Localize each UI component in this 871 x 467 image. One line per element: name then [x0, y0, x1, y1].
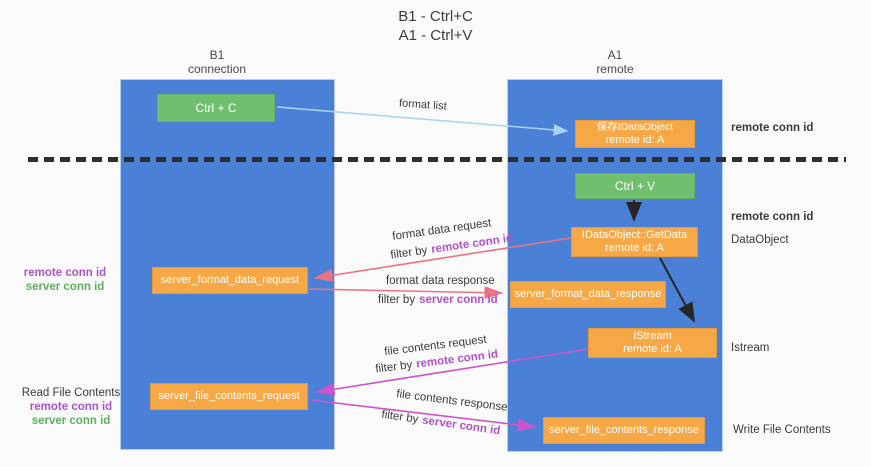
- lane-b1-title: B1: [209, 48, 225, 62]
- remote-conn-id-key: remote conn id: [430, 232, 514, 256]
- filter-by-text: filter by: [378, 294, 416, 306]
- left-remote-conn-id-top: remote conn id: [23, 267, 107, 279]
- server-format-data-response-label: server_format_data_response: [514, 288, 662, 300]
- left-server-conn-id-top: server conn id: [25, 281, 105, 293]
- istream-line1: IStream: [633, 330, 672, 342]
- lane-header-b1: B1 connection: [157, 48, 277, 76]
- machine-boundary-dashed-line: [28, 157, 846, 162]
- istream-line2: remote id: A: [623, 343, 682, 355]
- save-idataobject-line1: 保存IDataObject: [596, 121, 674, 133]
- filter-by-text: filter by: [374, 359, 413, 376]
- node-server-format-data-response: server_format_data_response: [510, 281, 666, 308]
- server-file-contents-response-label: server_file_contents_response: [549, 424, 699, 436]
- format-data-response-arrow: [308, 286, 504, 300]
- node-save-idataobject: 保存IDataObject remote id: A: [575, 120, 695, 148]
- lane-b1-subtitle: connection: [187, 62, 247, 76]
- left-conn-id-block-top: remote conn id server conn id: [10, 266, 120, 294]
- title-line-1: B1 - Ctrl+C: [398, 8, 473, 25]
- left-read-file-contents-label: Read File Contents: [21, 387, 121, 399]
- save-idataobject-line2: remote id: A: [605, 134, 665, 146]
- format-data-response-text: format data response: [386, 275, 495, 287]
- right-remote-conn-id-top: remote conn id: [731, 122, 814, 134]
- file-contents-response-label: file contents response: [396, 388, 509, 414]
- node-server-file-contents-response: server_file_contents_response: [543, 417, 705, 444]
- node-ctrl-c: Ctrl + C: [157, 94, 275, 122]
- file-contents-response-text: file contents response: [395, 388, 509, 414]
- left-read-file-block: Read File Contents remote conn id server…: [10, 386, 132, 428]
- right-dataobject-label: DataObject: [731, 234, 789, 246]
- left-remote-conn-id-bottom: remote conn id: [29, 401, 113, 413]
- diagram-title: B1 - Ctrl+C A1 - Ctrl+V: [0, 7, 871, 45]
- lane-header-a1: A1 remote: [555, 48, 675, 76]
- left-server-conn-id-bottom: server conn id: [31, 415, 111, 427]
- getdata-line1: IDataObject::GetData: [581, 229, 688, 241]
- ctrl-c-label: Ctrl + C: [195, 101, 237, 115]
- title-line-2: A1 - Ctrl+V: [398, 27, 473, 44]
- node-idataobject-getdata: IDataObject::GetData remote id: A: [571, 227, 698, 257]
- node-server-file-contents-request: server_file_contents_request: [150, 383, 308, 410]
- server-conn-id-key: server conn id: [421, 414, 501, 438]
- filter-by-text: filter by: [380, 408, 420, 426]
- server-conn-id-key: server conn id: [419, 294, 498, 306]
- lane-a1-subtitle: remote: [596, 62, 634, 76]
- right-remote-conn-id-mid: remote conn id: [731, 211, 814, 223]
- format-data-response-label: format data response: [386, 275, 495, 287]
- server-file-contents-request-label: server_file_contents_request: [158, 390, 300, 402]
- getdata-line2: remote id: A: [605, 242, 664, 254]
- right-istream-label: Istream: [731, 342, 770, 354]
- server-format-data-request-label: server_format_data_request: [160, 274, 300, 286]
- format-list-label: format list: [399, 97, 447, 112]
- node-server-format-data-request: server_format_data_request: [152, 267, 308, 294]
- lane-a1-title: A1: [607, 48, 623, 62]
- right-write-file-contents-label: Write File Contents: [733, 424, 831, 436]
- node-istream: IStream remote id: A: [588, 328, 717, 358]
- format-list-text: format list: [398, 97, 448, 113]
- ctrl-v-label: Ctrl + V: [614, 179, 656, 193]
- filter-by-text: filter by: [389, 244, 429, 262]
- node-ctrl-v: Ctrl + V: [575, 173, 695, 199]
